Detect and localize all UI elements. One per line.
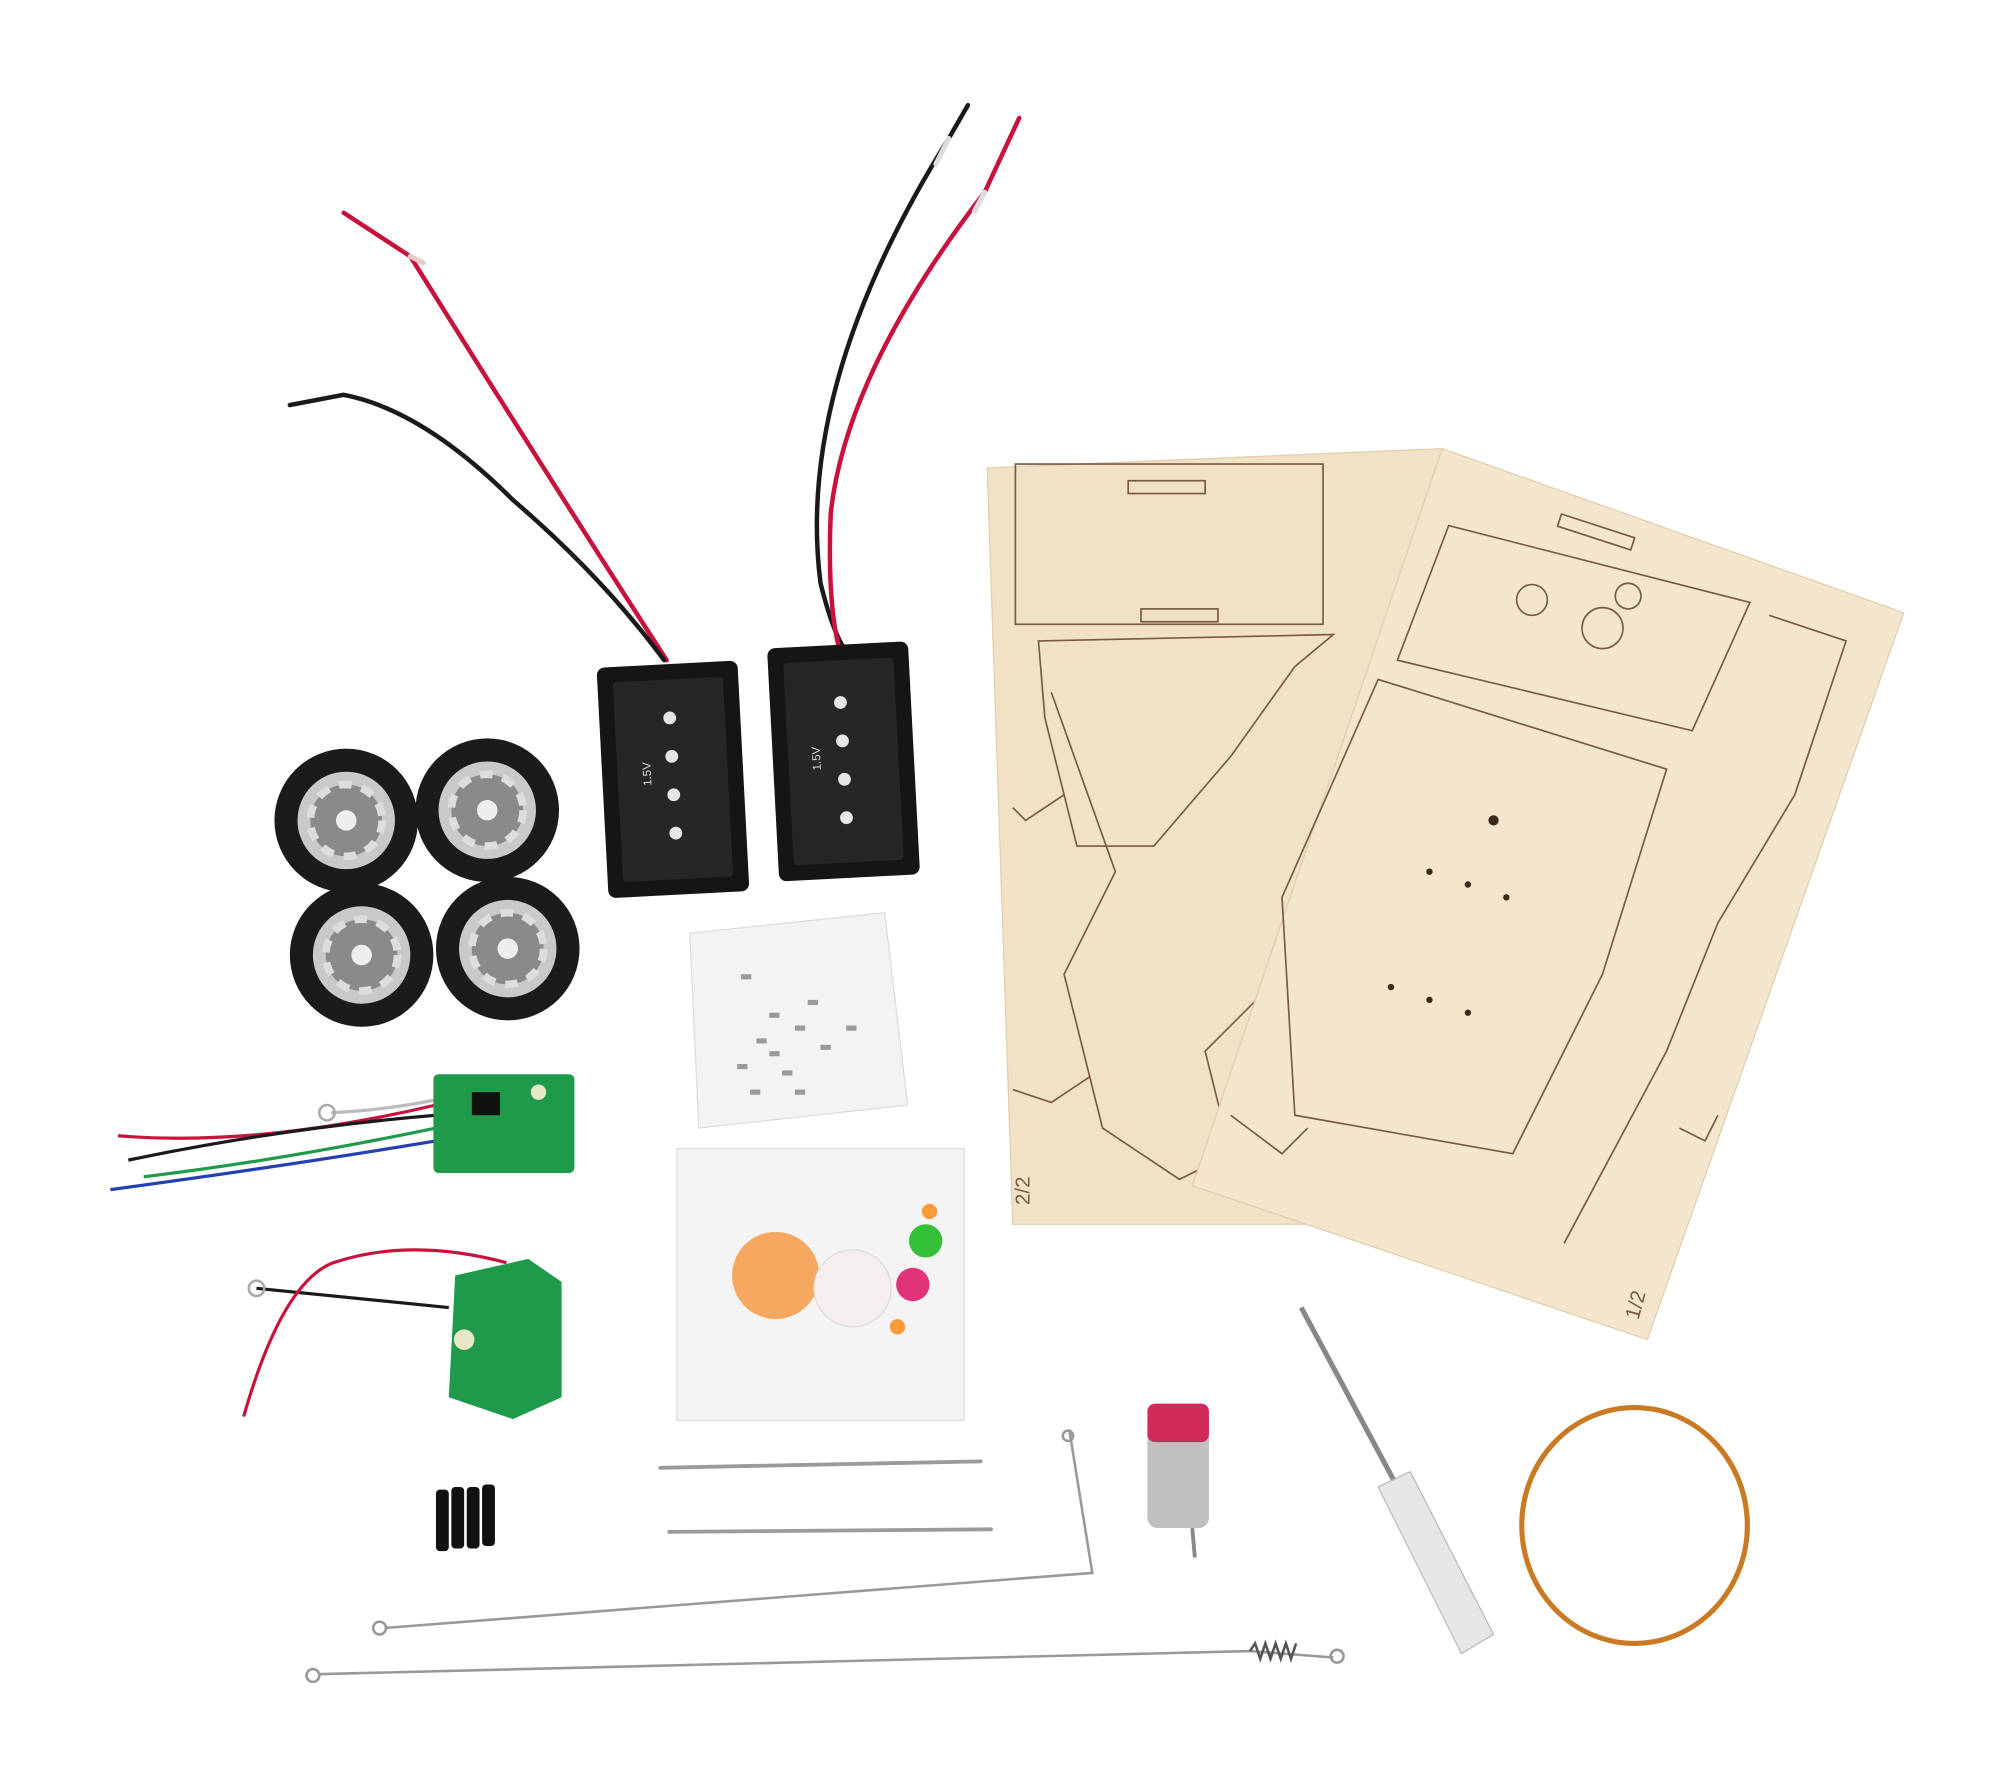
panel-label: 2/2: [1011, 1176, 1034, 1204]
steering-rods: [305, 1429, 1345, 1684]
battery-label: 1.5V: [641, 762, 654, 787]
wood-panel-1: 1/2: [1191, 447, 1905, 1341]
battery-wires: [287, 102, 1022, 663]
dc-motor: [1147, 1403, 1209, 1558]
battery-holder-right: 1.5V: [767, 641, 920, 882]
wheels: [274, 738, 580, 1027]
gear-bag: [676, 1147, 965, 1421]
rubber-tubes: [435, 1484, 495, 1552]
screw-bag: [689, 912, 909, 1129]
transmitter-board: [242, 1248, 562, 1420]
wheel: [289, 883, 434, 1027]
screwdriver: [1298, 1306, 1495, 1655]
wheel: [274, 748, 419, 893]
battery-holder-left: 1.5V: [596, 660, 750, 898]
receiver-board: [110, 1074, 575, 1192]
metal-axles: [658, 1459, 993, 1534]
battery-label: 1.5V: [811, 746, 824, 771]
wheel: [415, 738, 560, 882]
wheel: [435, 876, 580, 1021]
rubber-band: [1519, 1404, 1750, 1646]
